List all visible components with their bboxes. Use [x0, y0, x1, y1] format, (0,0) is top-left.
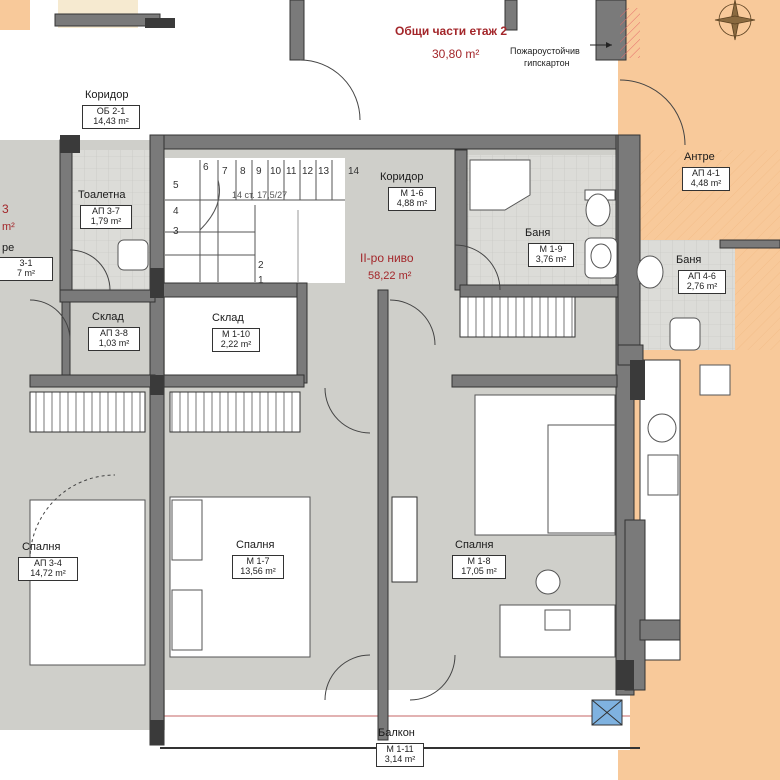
toilet-ap37-box: АП 3-7 1,79 m²	[80, 205, 132, 229]
hall-ap41-box: АП 4-1 4,48 m²	[682, 167, 730, 191]
bedroom-ap34-area: 14,72 m²	[30, 567, 66, 578]
stair-number: 14	[348, 166, 360, 177]
stair-number: 3	[173, 226, 179, 237]
bedroom-m17-area: 13,56 m²	[240, 565, 276, 576]
ap3-area-partial: m²	[2, 221, 15, 233]
fire-note-line1: Пожароустойчив	[510, 46, 580, 56]
bedroom-ap34-name: Спалня	[22, 541, 61, 553]
corridor-m16-code: М 1-6	[400, 188, 424, 198]
stair-number: 1	[258, 275, 264, 286]
stair-number: 9	[256, 166, 262, 177]
level-area: 58,22 m²	[368, 270, 412, 282]
ap3-1-area: 7 m²	[17, 267, 35, 278]
stair-note: 14 ст. 17,5/27	[232, 190, 288, 200]
toilet-ap37-name: Тоалетна	[78, 189, 126, 201]
storage-m110-area: 2,22 m²	[220, 338, 252, 349]
bath-m19-name: Баня	[525, 227, 551, 239]
toilet-ap37-code: АП 3-7	[92, 206, 120, 216]
bedroom-m17-code: М 1-7	[246, 556, 270, 566]
bath-m19-code: М 1-9	[539, 244, 563, 254]
fire-note-line2: гипскартон	[524, 58, 570, 68]
storage-ap38-code: АП 3-8	[100, 328, 128, 338]
bedroom-m18-area: 17,05 m²	[461, 565, 497, 576]
balcony-m111-name: Балкон	[378, 727, 415, 739]
stair-number: 13	[318, 166, 330, 177]
bedroom-m18-box: М 1-8 17,05 m²	[452, 555, 506, 579]
stair-number: 11	[286, 166, 297, 177]
bedroom-m18-code: М 1-8	[467, 556, 491, 566]
corridor-ob21-code: ОБ 2-1	[96, 106, 126, 116]
bath-ap46-name: Баня	[676, 254, 702, 266]
bedroom-ap34-box: АП 3-4 14,72 m²	[18, 557, 78, 581]
storage-ap38-area: 1,03 m²	[98, 337, 130, 348]
closet-m18	[459, 296, 576, 338]
stair-number: 8	[240, 166, 246, 177]
closet-m18-side	[391, 496, 418, 583]
corridor-ob21-area: 14,43 m²	[93, 115, 129, 126]
bedroom-m18-name: Спалня	[455, 539, 494, 551]
top-left-orange-strip	[0, 0, 30, 30]
stair-number: 2	[258, 260, 264, 271]
closet-ap34	[29, 391, 146, 433]
level-name: II-po ниво	[360, 251, 414, 265]
ap3-1-box-partial: 3-1 7 m²	[0, 257, 53, 281]
storage-m110-box: М 1-10 2,22 m²	[212, 328, 260, 352]
balcony-m111-box: М 1-11 3,14 m²	[376, 743, 424, 767]
storage-ap38-name: Склад	[92, 311, 124, 323]
corridor-m16-area: 4,88 m²	[396, 197, 428, 208]
wall-accents	[60, 8, 645, 745]
toilet-ap37-area: 1,79 m²	[90, 215, 122, 226]
balcony-m111-area: 3,14 m²	[384, 753, 416, 764]
common-area-name: Общи части етаж 2	[395, 24, 508, 38]
stair-number: 4	[173, 206, 179, 217]
door-swings	[29, 59, 686, 701]
stair-number: 5	[173, 180, 179, 191]
stair-number: 6	[203, 162, 209, 173]
storage-m110-name: Склад	[212, 312, 244, 324]
closet-m17	[169, 391, 301, 433]
compass-rose-icon	[714, 0, 756, 41]
common-area-area: 30,80 m²	[432, 47, 480, 61]
bath-m19-box: М 1-9 3,76 m²	[528, 243, 574, 267]
stair-number: 7	[222, 166, 228, 177]
ap3-1-name-partial: ре	[2, 242, 15, 254]
stair-number: 12	[302, 166, 314, 177]
bath-m19-area: 3,76 m²	[535, 253, 567, 264]
ap3-1-code: 3-1	[19, 258, 33, 268]
corridor-ob21-name: Коридор	[85, 89, 129, 101]
balcony-m111-code: М 1-11	[386, 744, 414, 754]
corridor-m16-name: Коридор	[380, 171, 424, 183]
common-area-floor	[300, 0, 620, 60]
storage-m110-code: М 1-10	[221, 329, 250, 339]
staircase	[165, 160, 345, 282]
balcony-floor	[165, 690, 630, 750]
hall-ap41-name: Антре	[684, 151, 715, 163]
bath-ap46-code: АП 4-6	[688, 271, 716, 281]
corridor-ob21-box: ОБ 2-1 14,43 m²	[82, 105, 140, 129]
bath-ap46-box: АП 4-6 2,76 m²	[678, 270, 726, 294]
bedroom-m17-name: Спалня	[236, 539, 275, 551]
ap3-number-partial: 3	[2, 202, 9, 216]
hall-ap41-code: АП 4-1	[692, 168, 720, 178]
bath-ap46-area: 2,76 m²	[686, 280, 718, 291]
right-kitchen-strip	[639, 359, 681, 661]
stair-number: 10	[270, 166, 282, 177]
bedroom-m17-box: М 1-7 13,56 m²	[232, 555, 284, 579]
storage-ap38-box: АП 3-8 1,03 m²	[88, 327, 140, 351]
bedroom-ap34-code: АП 3-4	[34, 558, 62, 568]
hall-ap41-area: 4,48 m²	[690, 177, 722, 188]
corridor-m16-box: М 1-6 4,88 m²	[388, 187, 436, 211]
